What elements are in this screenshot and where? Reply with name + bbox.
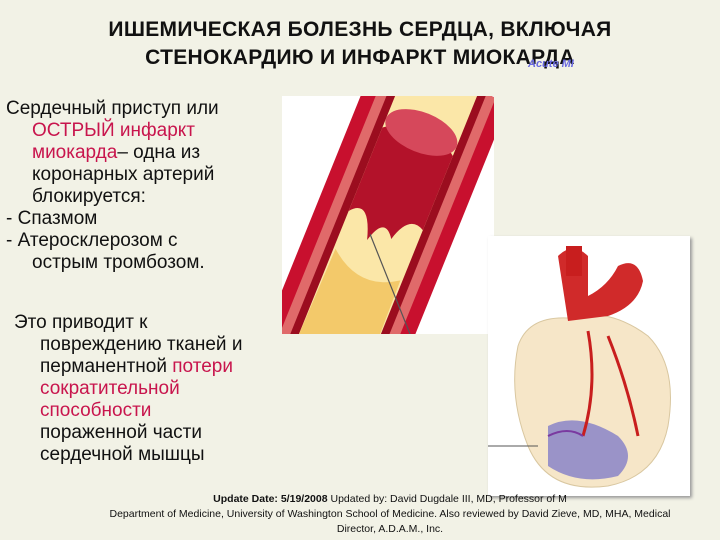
text-line: Это приводит к — [14, 312, 148, 333]
text-line: повреждению тканей и — [40, 334, 243, 355]
text-line: острым тромбозом. — [32, 252, 205, 273]
image-label-overlay: Acute MI — [528, 58, 574, 70]
title-line-1: ИШЕМИЧЕСКАЯ БОЛЕЗНЬ СЕРДЦА, ВКЛЮЧАЯ — [108, 18, 612, 41]
caption-line-2: Department of Medicine, University of Wa… — [109, 508, 671, 520]
text-line: Сердечный приступ или — [6, 98, 219, 119]
highlight-text: ОСТРЫЙ инфаркт — [32, 120, 196, 141]
source-caption: Update Date: 5/19/2008 Updated by: David… — [60, 492, 720, 537]
text-line: блокируется: — [32, 186, 146, 207]
bullet-item: - Спазмом — [6, 208, 98, 229]
highlight-text: миокарда — [32, 142, 118, 163]
text-line: коронарных артерий — [32, 164, 215, 185]
heart-illustration — [488, 236, 690, 496]
caption-label: Update Date: — [213, 493, 278, 505]
artery-illustration — [282, 96, 494, 334]
slide-title: ИШЕМИЧЕСКАЯ БОЛЕЗНЬ СЕРДЦА, ВКЛЮЧАЯ СТЕН… — [0, 16, 720, 72]
consequence-text: Это приводит к повреждению тканей и перм… — [14, 312, 299, 466]
highlight-text: способности — [40, 400, 152, 421]
caption-line-3: Director, A.D.A.M., Inc. — [336, 523, 444, 535]
text-line: сердечной мышцы — [40, 444, 205, 465]
highlight-text: сократительной — [40, 378, 180, 399]
title-line-2: СТЕНОКАРДИЮ И ИНФАРКТ МИОКАРДА — [145, 46, 575, 69]
caption-date: 5/19/2008 — [280, 493, 328, 505]
definition-text: Сердечный приступ или ОСТРЫЙ инфаркт мио… — [6, 98, 291, 274]
highlight-text: потери — [172, 356, 233, 377]
text-line: пораженной части — [40, 422, 202, 443]
caption-line-1: Updated by: David Dugdale III, MD, Profe… — [330, 493, 567, 505]
bullet-item: - Атеросклерозом с — [6, 230, 178, 251]
